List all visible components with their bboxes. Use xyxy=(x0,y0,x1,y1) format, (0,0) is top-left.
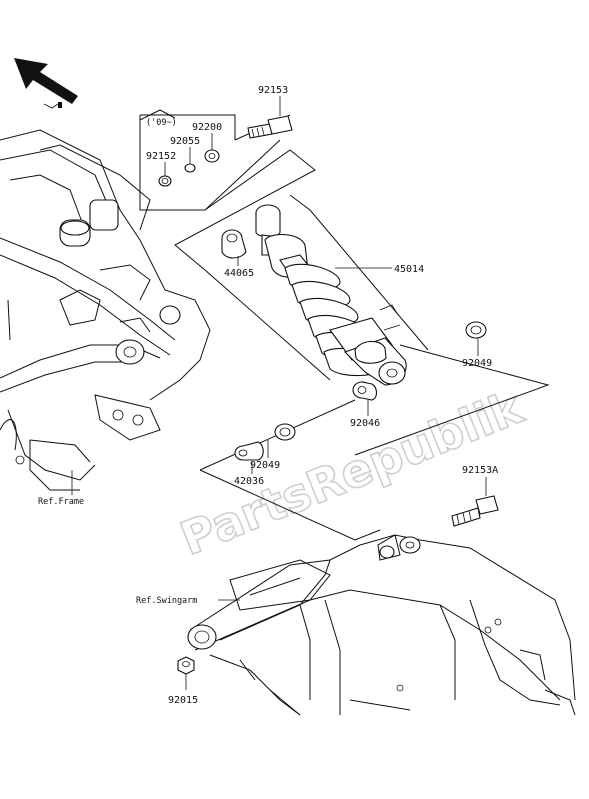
callout-92046: 92046 xyxy=(350,418,380,429)
callout-92152: 92152 xyxy=(146,151,176,162)
oring-92055 xyxy=(184,163,196,173)
ref-frame-label: Ref.Frame xyxy=(38,497,84,507)
callout-92055: 92055 xyxy=(170,136,200,147)
exploded-outline xyxy=(139,114,550,541)
ref-swingarm-label: Ref.Swingarm xyxy=(136,596,197,606)
bushing-42036 xyxy=(234,441,264,461)
callout-92015: 92015 xyxy=(168,695,198,706)
collar-92046 xyxy=(352,381,378,401)
callout-92153: 92153 xyxy=(258,85,288,96)
bushing-44065 xyxy=(221,229,247,259)
frame-drawing xyxy=(0,109,211,491)
year-note: ('09~) xyxy=(146,118,177,128)
callout-92200: 92200 xyxy=(192,122,222,133)
bolt-92153A xyxy=(451,495,499,527)
callout-92049-upper: 92049 xyxy=(462,358,492,369)
arrow-icon xyxy=(14,58,78,109)
callout-42036: 42036 xyxy=(234,476,264,487)
seal-92049-lower xyxy=(274,423,296,441)
washer-92200 xyxy=(204,149,220,163)
callout-92153A: 92153A xyxy=(462,465,498,476)
collar-92152 xyxy=(158,175,172,187)
callout-44065: 44065 xyxy=(224,268,254,279)
bolt-92153 xyxy=(247,115,293,139)
swingarm-drawing xyxy=(187,534,576,716)
shock-absorber-45014 xyxy=(255,204,407,386)
seal-92049-upper xyxy=(465,321,487,339)
callout-92049-lower: 92049 xyxy=(250,460,280,471)
nut-92015 xyxy=(177,656,195,675)
callout-45014: 45014 xyxy=(394,264,424,275)
